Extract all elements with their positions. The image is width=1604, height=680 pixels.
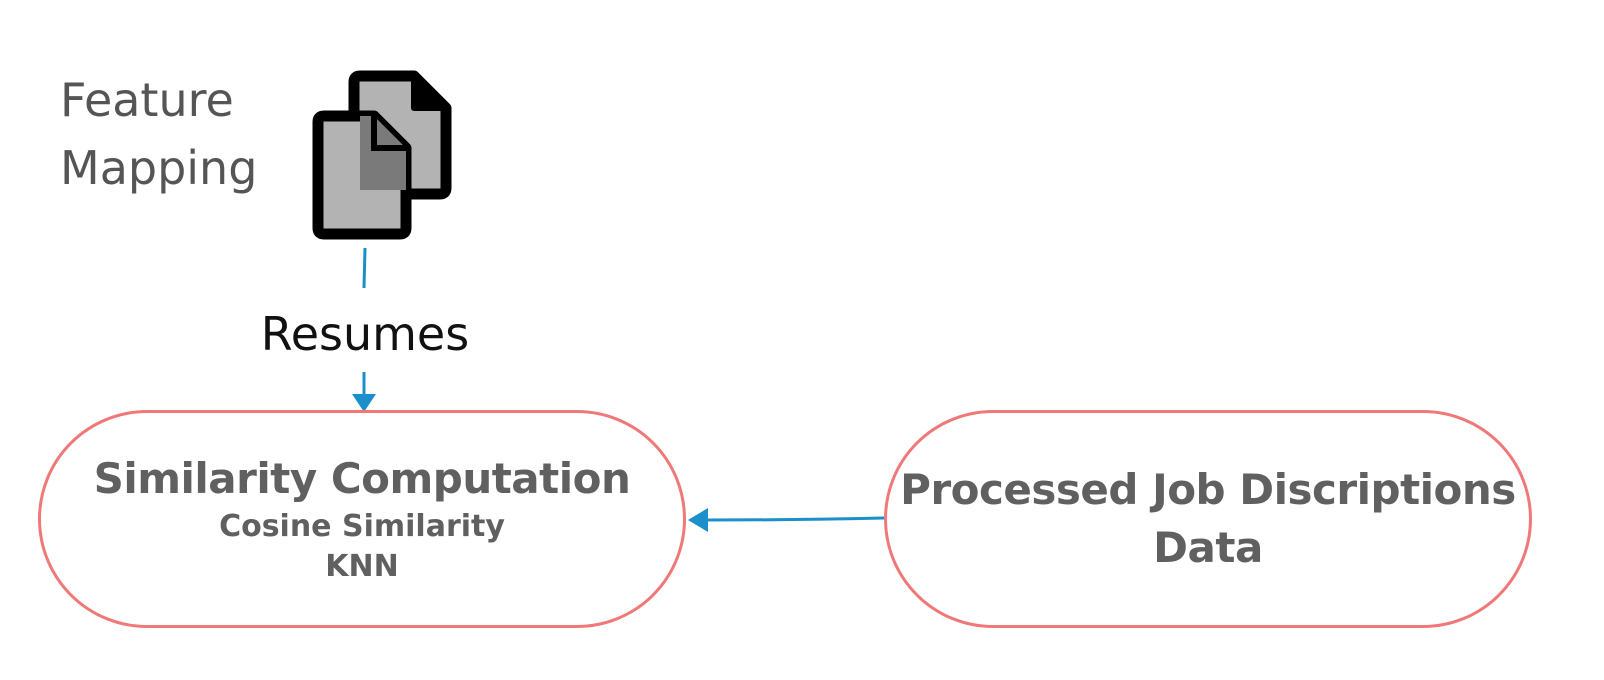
edge-processed-to-similarity (705, 516, 885, 522)
edge-resumes-top (362, 247, 367, 289)
node-title-line-2: Data (1153, 523, 1263, 572)
node-line-cosine: Cosine Similarity (219, 509, 505, 544)
documents-icon (312, 70, 452, 240)
node-line-knn: KNN (325, 549, 399, 584)
node-title: Similarity Computation (93, 454, 631, 503)
edge-resumes-arrowhead (352, 394, 376, 412)
title-line-2: Mapping (60, 141, 258, 195)
similarity-computation-node: Similarity Computation Cosine Similarity… (38, 410, 686, 628)
title-line-1: Feature (60, 73, 234, 127)
node-title: Processed Job Discriptions Data (900, 461, 1516, 577)
edge-label-resumes: Resumes (260, 307, 470, 361)
diagram-title: Feature Mapping (60, 66, 257, 202)
processed-job-descriptions-node: Processed Job Discriptions Data (884, 410, 1532, 628)
edge-processed-arrowhead (688, 508, 708, 532)
node-title-line-1: Processed Job Discriptions (900, 465, 1516, 514)
